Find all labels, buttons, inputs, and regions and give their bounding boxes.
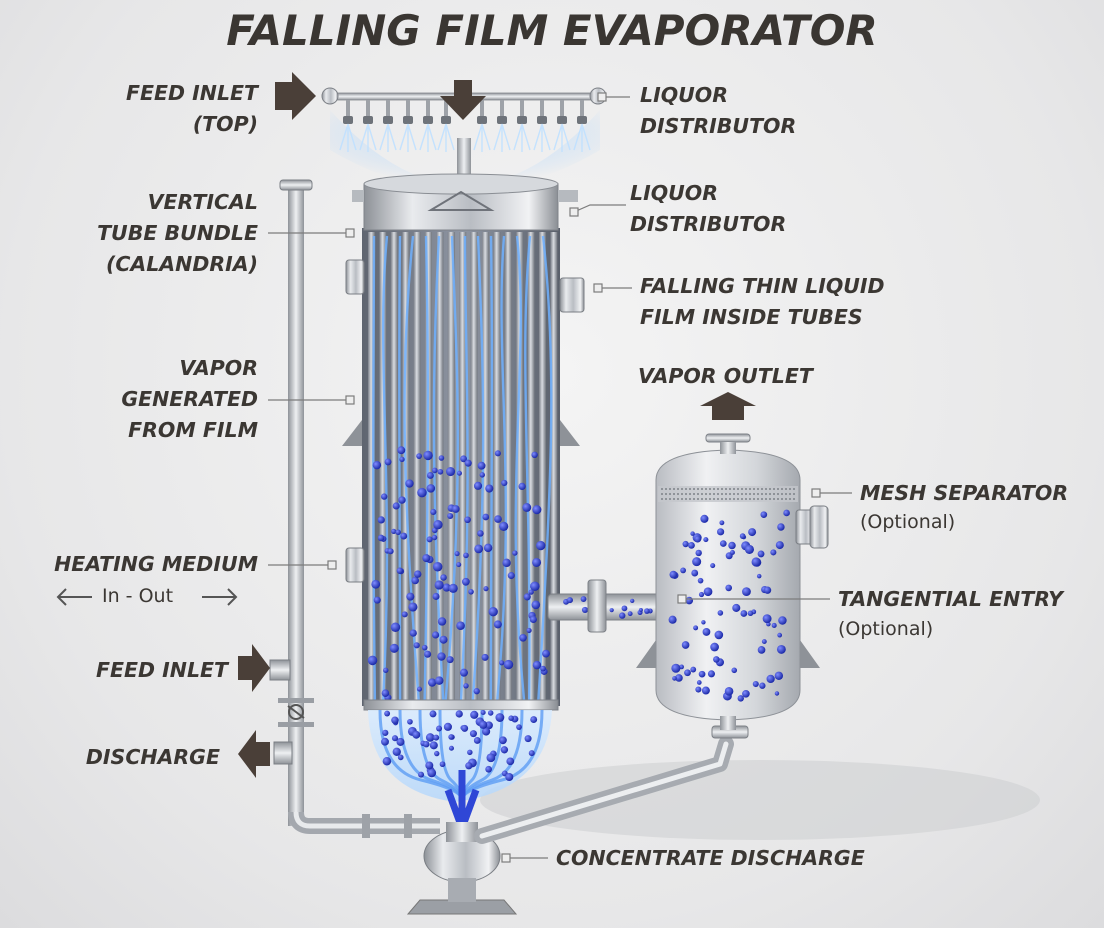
label-heating-medium-flow: In - Out (102, 585, 174, 607)
diagram-title: FALLING FILM EVAPORATOR (226, 6, 878, 55)
heating-flow-arrows (56, 588, 238, 606)
collection-bowl (368, 709, 552, 832)
label-mesh-separator-note: (Optional) (860, 511, 956, 533)
label-feed-inlet: FEED INLET (96, 658, 228, 682)
falling-film-streams (372, 235, 553, 701)
label-vapor-outlet: VAPOR OUTLET (638, 364, 813, 388)
bowl-bubbles (381, 709, 538, 781)
discharge-arrow-icon (238, 730, 270, 778)
label-concentrate-discharge: CONCENTRATE DISCHARGE (556, 846, 865, 870)
spray-nozzles (339, 100, 591, 152)
separator-vessel (636, 433, 829, 730)
feed-pipe (269, 179, 440, 838)
callout-lines (268, 92, 852, 863)
label-discharge: DISCHARGE (85, 745, 220, 769)
calandria (342, 173, 585, 711)
label-mesh-separator: MESH SEPARATOR (860, 481, 1069, 505)
feed-top-arrow-icon (275, 72, 316, 120)
floor-shadow (480, 760, 1040, 840)
label-heating-medium: HEATING MEDIUM (54, 552, 258, 576)
label-tangential-entry: TANGENTIAL ENTRY (838, 587, 1063, 611)
flow-arrows (238, 72, 756, 778)
mesh-pad (661, 488, 795, 500)
vapor-bubbles (367, 446, 550, 702)
vapor-outlet-arrow-icon (700, 392, 756, 420)
connecting-pipes (474, 579, 749, 844)
feed-inlet-arrow-icon (238, 644, 270, 692)
valve-icon (287, 704, 305, 720)
separator-bubbles (668, 509, 790, 702)
right-arrow-icon (202, 588, 238, 606)
left-arrow-icon (56, 588, 92, 606)
down-arrow-icon (440, 80, 486, 120)
label-feed-inlet-top: FEED INLET(TOP) (126, 81, 258, 136)
label-tangential-entry-note: (Optional) (838, 618, 934, 640)
